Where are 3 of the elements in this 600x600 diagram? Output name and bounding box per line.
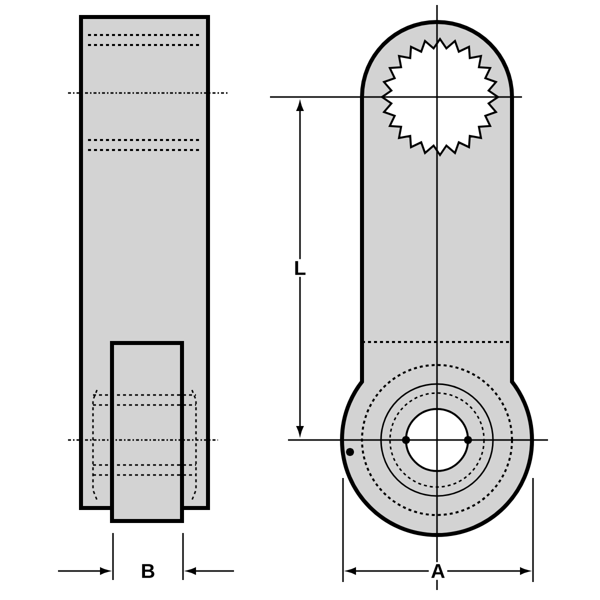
dimension-label: L <box>292 259 308 277</box>
dimension-label: B <box>138 562 158 580</box>
dimension-label: A <box>428 562 448 580</box>
